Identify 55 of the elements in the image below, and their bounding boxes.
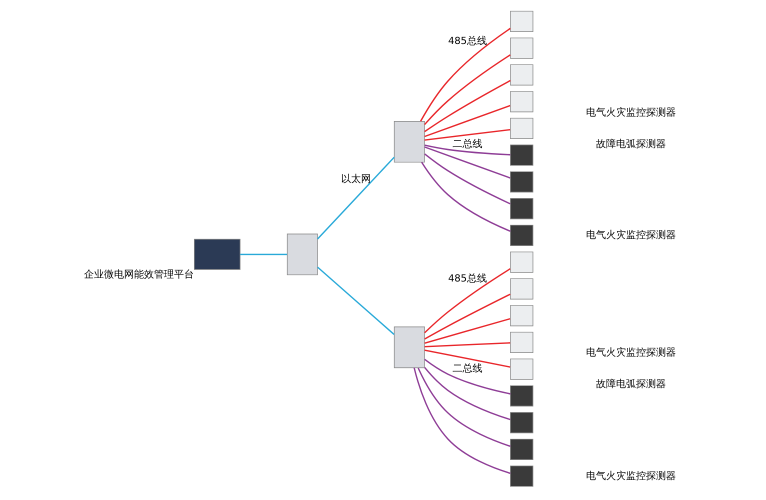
node-box <box>510 171 534 192</box>
label: 故障电弧探测器 <box>596 139 666 150</box>
connector <box>424 349 510 368</box>
node-box <box>510 198 534 220</box>
edge-label: 以太网 <box>340 174 371 186</box>
connector <box>418 368 511 447</box>
label: 故障电弧探测器 <box>596 379 666 390</box>
node-box <box>510 38 534 59</box>
connector <box>424 366 510 420</box>
connector <box>413 368 511 474</box>
node-box <box>286 234 318 276</box>
node-box <box>510 332 534 353</box>
label: 电气火灾监控探测器 <box>586 230 676 241</box>
label: 电气火灾监控探测器 <box>586 348 676 359</box>
connector <box>424 358 511 395</box>
connector <box>420 28 511 122</box>
node-box <box>510 412 534 434</box>
node-box <box>510 64 534 86</box>
connector <box>317 156 395 240</box>
node-box <box>510 385 534 406</box>
connector <box>424 294 511 340</box>
connector <box>424 342 510 348</box>
edge-label: 485总线 <box>448 36 487 48</box>
node-box <box>510 91 534 112</box>
node-box <box>510 144 534 166</box>
node-box <box>194 238 240 270</box>
label: 电气火灾监控探测器 <box>586 470 676 482</box>
node-box <box>510 305 534 326</box>
connector <box>424 153 511 204</box>
node-box <box>510 438 534 460</box>
connector <box>424 104 510 138</box>
edge-label: 二总线 <box>452 363 482 374</box>
connector <box>424 129 510 141</box>
connector <box>240 254 288 256</box>
node-box <box>394 121 425 163</box>
connector <box>424 144 510 156</box>
node-box <box>394 326 425 368</box>
connector <box>424 54 511 126</box>
node-box <box>510 358 534 380</box>
node-box <box>510 10 534 32</box>
connector <box>424 80 511 132</box>
connector <box>424 268 511 334</box>
node-box <box>510 278 534 300</box>
node-box <box>510 466 534 487</box>
connector <box>424 146 510 179</box>
edge-label: 485总线 <box>448 273 487 284</box>
connector <box>424 318 510 344</box>
connector <box>317 266 395 335</box>
edge-label: 二总线 <box>452 138 482 150</box>
connector <box>421 162 511 232</box>
node-box <box>510 252 534 273</box>
node-box <box>510 118 534 139</box>
label: 电气火灾监控探测器 <box>586 108 676 119</box>
node-box <box>510 224 534 246</box>
node-label: 企业微电网能效管理平台 <box>84 269 194 280</box>
